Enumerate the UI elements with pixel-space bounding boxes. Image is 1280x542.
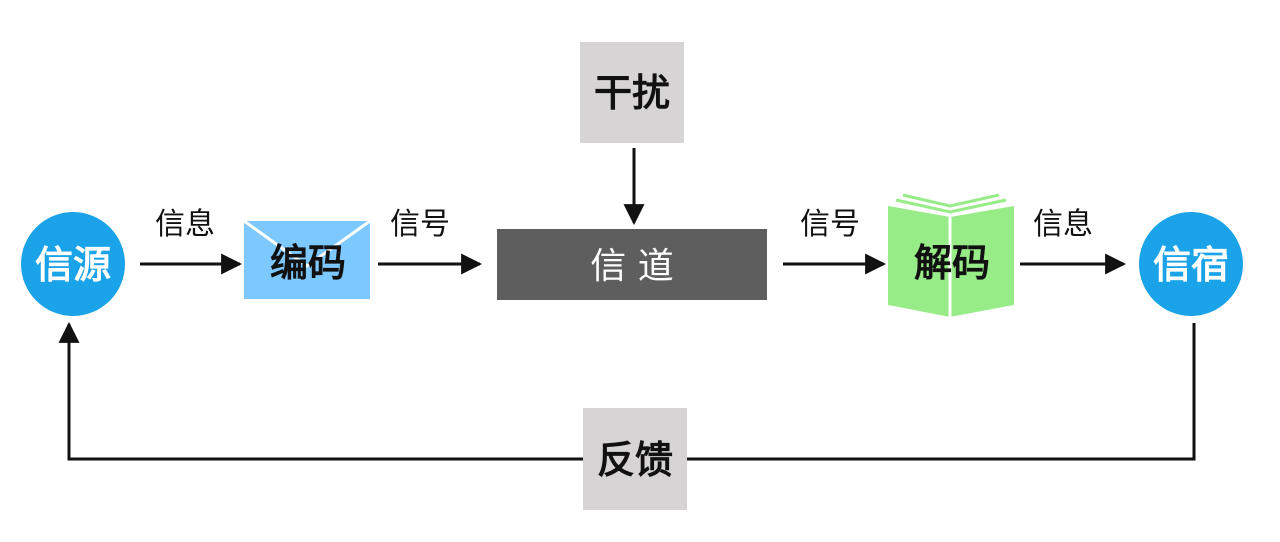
edge-label-channel-to-decode: 信号 <box>800 207 860 242</box>
feedback-node: 反馈 <box>583 408 687 510</box>
source-circle <box>21 212 125 316</box>
source-label: 信源 <box>35 243 111 287</box>
decode-label: 解码 <box>914 241 990 285</box>
envelope-flap-icon <box>243 219 371 268</box>
source-node: 信源 <box>21 212 125 316</box>
channel-node: 信 道 <box>497 229 767 300</box>
edge-label-decode-to-sink: 信息 <box>1033 207 1093 242</box>
noise-node: 干扰 <box>580 42 684 143</box>
sink-circle <box>1139 212 1243 316</box>
envelope-icon <box>244 221 370 299</box>
decode-node: 解码 <box>887 193 1015 319</box>
sink-label: 信宿 <box>1153 243 1229 287</box>
encode-node: 编码 <box>243 219 371 299</box>
edge-label-encode-to-channel: 信号 <box>390 207 450 242</box>
channel-label: 信 道 <box>590 246 673 287</box>
channel-box <box>497 229 767 300</box>
book-icon <box>887 193 1015 319</box>
noise-label: 干扰 <box>594 71 670 115</box>
noise-box <box>580 42 684 143</box>
encode-label: 编码 <box>270 241 346 285</box>
feedback-label: 反馈 <box>597 438 673 482</box>
sink-node: 信宿 <box>1139 212 1243 316</box>
edge-label-source-to-encode: 信息 <box>155 207 215 242</box>
feedback-box <box>583 408 687 510</box>
